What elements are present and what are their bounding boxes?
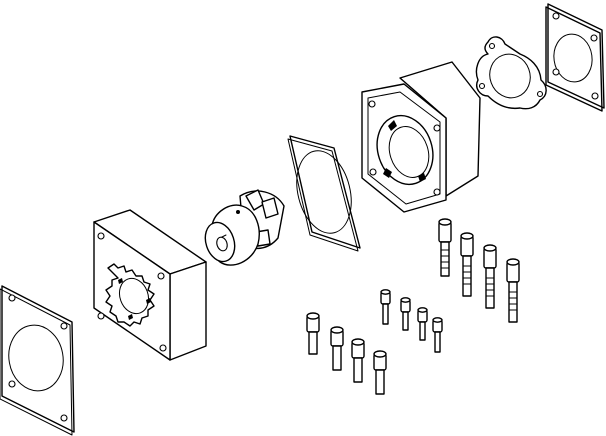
small-screw-1 — [380, 289, 391, 325]
medium-screw-4 — [373, 350, 387, 395]
coupling-housing — [361, 61, 481, 213]
front-gasket — [0, 285, 75, 436]
long-screws — [438, 218, 520, 323]
square-gasket — [287, 135, 361, 252]
round-gasket — [475, 36, 547, 110]
medium-screw-1 — [306, 312, 320, 355]
jaw-coupling — [204, 189, 285, 266]
medium-screw-3 — [351, 338, 365, 383]
medium-screws — [306, 312, 387, 395]
small-screw-3 — [417, 307, 428, 341]
small-screws — [380, 289, 443, 353]
long-screw-3 — [483, 244, 497, 309]
rear-gasket — [545, 3, 605, 112]
long-screw-1 — [438, 218, 452, 277]
small-screw-2 — [400, 297, 411, 331]
mounting-flange — [93, 209, 207, 361]
medium-screw-2 — [330, 326, 344, 371]
small-screw-4 — [432, 317, 443, 353]
long-screw-2 — [460, 232, 474, 297]
long-screw-4 — [506, 258, 520, 323]
